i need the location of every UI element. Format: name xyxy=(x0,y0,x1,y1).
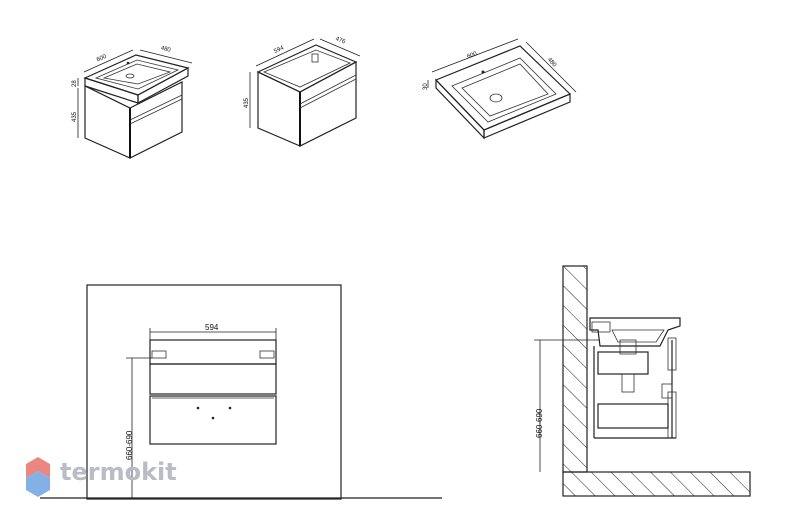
dim-width-label: 594 xyxy=(273,45,285,55)
drawer-bottom xyxy=(149,395,277,445)
wall-outline xyxy=(86,284,342,500)
dim-width-label: 594 xyxy=(205,323,219,332)
dim-depth-label: 476 xyxy=(334,36,346,46)
tap-hole-icon xyxy=(481,70,485,74)
drawer-divider xyxy=(299,74,357,105)
cabinet-top-inner xyxy=(262,49,352,88)
dim-width-line xyxy=(431,38,519,73)
iso-cabinet-with-sink: 600 480 28 435 xyxy=(72,45,193,159)
front-view: 594 660-690 xyxy=(40,284,442,500)
mount-hole-1 xyxy=(196,406,200,410)
logo-bottom-hex xyxy=(26,471,50,497)
floor-section xyxy=(562,471,751,497)
sink-basin-outline xyxy=(94,59,180,90)
dim-sink-height-label: 28 xyxy=(72,80,78,87)
drawer-divider xyxy=(129,94,183,121)
siphon-lower xyxy=(621,373,635,393)
dim-depth-label: 480 xyxy=(160,45,172,53)
iso-sink: 600 480 30 xyxy=(423,38,577,140)
drawer-divider-2 xyxy=(129,98,183,125)
wall-section xyxy=(562,265,588,473)
dim-width-line xyxy=(255,38,315,67)
dim-width-line xyxy=(83,49,134,73)
dim-depth-line xyxy=(525,41,577,93)
sink-basin-profile xyxy=(611,329,665,343)
dim-width-label: 600 xyxy=(96,54,108,64)
mount-hole-3 xyxy=(211,416,215,420)
dim-depth-label: 480 xyxy=(546,57,558,69)
tap-hole-icon xyxy=(126,61,130,65)
sink-profile xyxy=(589,317,681,347)
dim-mount-height-label: 660-690 xyxy=(535,408,544,438)
front-handle xyxy=(661,383,673,399)
sink-drain-icon xyxy=(125,73,135,79)
drawer-divider-2 xyxy=(299,78,357,109)
sink-side-edge xyxy=(137,66,189,105)
dim-depth-line xyxy=(319,38,361,57)
drawer-top xyxy=(149,363,277,395)
iso-cabinet: 594 476 435 xyxy=(244,36,361,147)
mount-hole-2 xyxy=(228,406,232,410)
sink-basin-outline xyxy=(451,57,557,123)
top-drawer-box xyxy=(597,351,649,375)
dim-width-label: 600 xyxy=(466,51,478,60)
siphon-icon xyxy=(311,53,319,63)
sink-front-edge xyxy=(435,78,485,140)
wall-bracket xyxy=(591,321,611,333)
front-panel-top xyxy=(667,337,677,371)
siphon-upper xyxy=(619,339,637,355)
sink-bracket-left xyxy=(151,350,167,359)
cabinet-left-side xyxy=(84,85,131,159)
dim-height-label: 435 xyxy=(244,97,250,108)
bottom-drawer-box xyxy=(597,403,669,429)
side-view: 660-690 xyxy=(534,265,751,497)
sink-bracket-right xyxy=(259,350,275,359)
dim-depth-line xyxy=(139,49,193,64)
sink-side-edge xyxy=(483,93,571,139)
sink-drain-icon xyxy=(489,93,503,103)
sink-front-rect xyxy=(149,339,277,365)
sink-basin-inner xyxy=(461,63,549,117)
brand-logo-icon xyxy=(26,457,50,497)
cabinet-left-side xyxy=(257,71,301,147)
brand-logo-text: termokit xyxy=(60,458,177,486)
dim-height-label: 30 xyxy=(423,83,429,90)
dim-cabinet-height-label: 435 xyxy=(72,111,78,122)
sink-basin-inner xyxy=(102,63,172,85)
dim-mount-height-label: 660-690 xyxy=(125,430,134,460)
logo-top-hex xyxy=(26,457,50,478)
